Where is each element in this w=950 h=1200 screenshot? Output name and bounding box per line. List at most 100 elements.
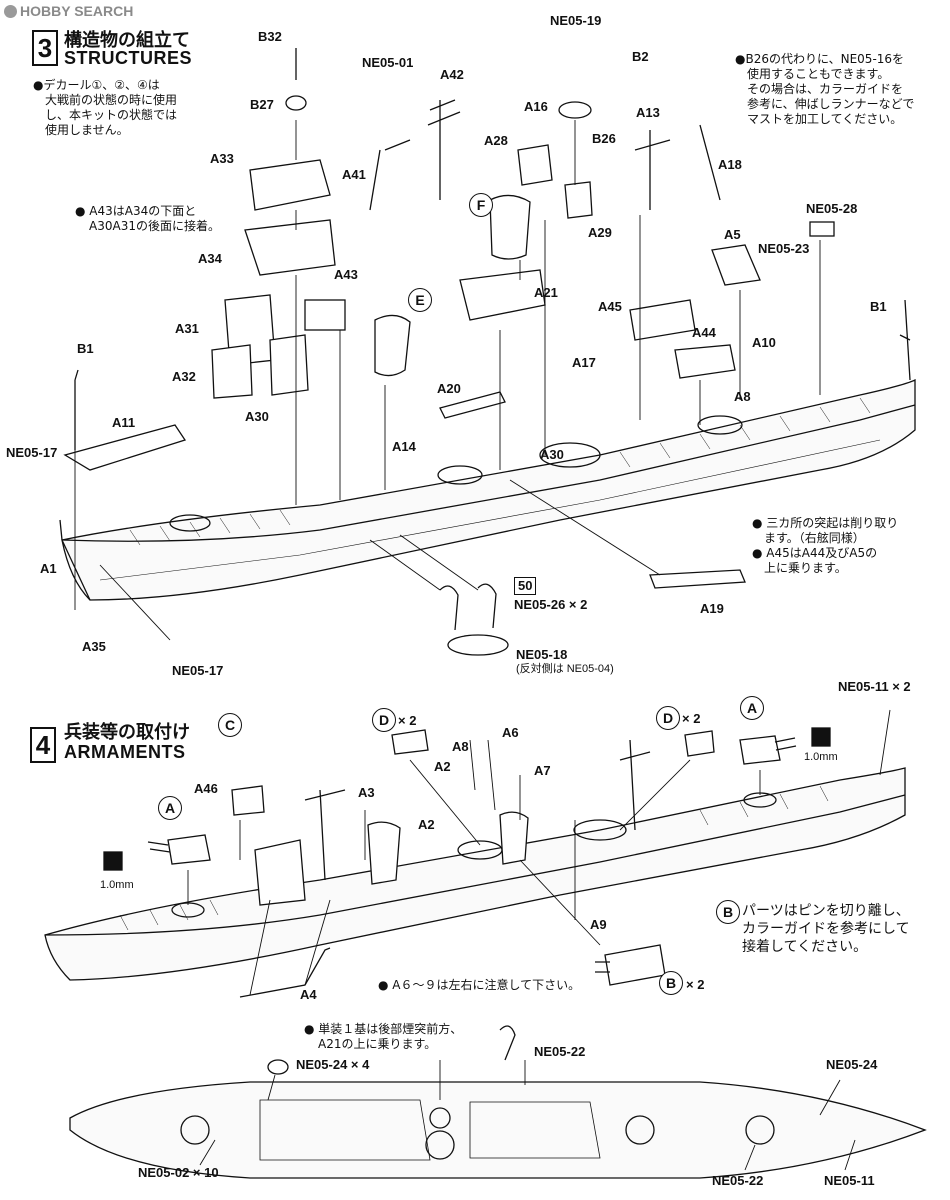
label-a44: A44 <box>692 325 716 340</box>
label-a34: A34 <box>198 251 222 266</box>
label-a10: A10 <box>752 335 776 350</box>
label-a8-step4: A8 <box>452 739 469 754</box>
label-ne05-18: NE05-18 <box>516 647 568 662</box>
label-a21: A21 <box>534 285 558 300</box>
label-ne05-02: NE05-02 × 10 <box>138 1165 219 1180</box>
mount-d-left <box>391 729 429 755</box>
circle-e: E <box>408 288 432 312</box>
label-a30-mid: A30 <box>540 447 564 462</box>
boat-ne05-18 <box>447 634 509 656</box>
circle-d-2: D <box>656 706 680 730</box>
label-mm-left: 1.0mm <box>100 879 134 891</box>
label-a41: A41 <box>342 167 366 182</box>
label-a28: A28 <box>484 133 508 148</box>
label-a18: A18 <box>718 157 742 172</box>
label-d-x2-b: × 2 <box>682 711 701 726</box>
step3-hull-outline <box>61 378 916 601</box>
part-a34 <box>244 219 336 276</box>
step4-title-en: ARMAMENTS <box>64 742 186 762</box>
part-a43 <box>304 299 346 331</box>
label-a31: A31 <box>175 321 199 336</box>
drill-icon-right <box>811 727 831 747</box>
label-ne05-23: NE05-23 <box>758 241 810 256</box>
label-a9: A9 <box>590 917 607 932</box>
step3-deck-planks <box>129 397 871 546</box>
label-b1-left: B1 <box>77 341 94 356</box>
step4-note-b: パーツはピンを切り離し、カラーガイドを参考にして接着してください。 <box>742 903 910 955</box>
label-a35: A35 <box>82 639 106 654</box>
step4-note-a6: ● A６～９は左右に注意して下さい。 <box>378 978 581 992</box>
label-d-x2-a: × 2 <box>398 713 417 728</box>
label-ne05-22-bottom: NE05-22 <box>712 1173 764 1188</box>
circle-b-bottom: B <box>659 971 683 995</box>
hobby-search-watermark: HOBBY SEARCH <box>4 3 133 19</box>
label-a29: A29 <box>588 225 612 240</box>
label-ne05-11-x2: NE05-11 × 2 <box>838 679 911 694</box>
part-a5 <box>711 244 761 286</box>
circle-c: C <box>218 713 242 737</box>
part-a32 <box>211 344 253 399</box>
part-a4 <box>239 947 331 998</box>
label-a6: A6 <box>502 725 519 740</box>
step4-hull-outline <box>44 767 906 981</box>
step4-title-jp: 兵装等の取付け <box>64 722 190 743</box>
part-a19 <box>649 569 746 589</box>
watermark-text: HOBBY SEARCH <box>20 3 134 19</box>
label-b26: B26 <box>592 131 616 146</box>
label-a5: A5 <box>724 227 741 242</box>
label-a30: A30 <box>245 409 269 424</box>
part-a45 <box>629 299 696 341</box>
circle-f: F <box>469 193 493 217</box>
label-a17: A17 <box>572 355 596 370</box>
label-a46: A46 <box>194 781 218 796</box>
label-a43: A43 <box>334 267 358 282</box>
label-a8-step3: A8 <box>734 389 751 404</box>
step3-note-decal: ●デカール①、②、④は大戦前の状態の時に使用 し、本キットの状態では使用しません… <box>33 78 178 137</box>
step3-note-cut: ● 三カ所の突起は削り取ります。（右舷同様） <box>752 516 899 545</box>
label-ne05-28: NE05-28 <box>806 201 858 216</box>
circle-a-left: A <box>158 796 182 820</box>
label-ne05-19: NE05-19 <box>550 13 602 28</box>
label-ne05-17-top: NE05-17 <box>6 445 58 460</box>
label-ne05-22-top: NE05-22 <box>534 1044 586 1059</box>
part-a33 <box>249 159 331 211</box>
part-a44 <box>674 344 736 379</box>
mount-c <box>231 785 265 816</box>
part-a29 <box>564 181 593 219</box>
turret-a-left <box>167 834 211 865</box>
top-view-leader-lines <box>199 1060 856 1171</box>
label-a20: A20 <box>437 381 461 396</box>
label-ne05-11-bottom: NE05-11 <box>824 1173 875 1188</box>
label-a19: A19 <box>700 601 724 616</box>
label-ne05-24-right: NE05-24 <box>826 1057 878 1072</box>
label-a14: A14 <box>392 439 416 454</box>
label-ne05-18-note: (反対側は NE05-04) <box>516 663 614 675</box>
part-a28 <box>517 144 553 186</box>
step3-leader-lines <box>74 120 821 641</box>
label-a13: A13 <box>636 105 660 120</box>
boxed-50: 50 <box>514 577 537 595</box>
label-a2-left: A2 <box>418 817 435 832</box>
label-a42: A42 <box>440 67 464 82</box>
turret-a-right <box>739 735 781 765</box>
part-a11 <box>63 424 187 471</box>
step3-number: 3 <box>32 30 58 66</box>
label-b27: B27 <box>250 97 274 112</box>
step3-note-b26: ●B26の代わりに、NE05-16を使用することもできます。 その場合は、カラー… <box>735 52 915 126</box>
step3-title-en: STRUCTURES <box>64 48 193 68</box>
part-a21 <box>459 269 546 321</box>
step4-deck-planks <box>119 785 829 931</box>
label-a16: A16 <box>524 99 548 114</box>
label-b1-right: B1 <box>870 299 887 314</box>
label-a1: A1 <box>40 561 57 576</box>
mount-d-right <box>684 730 715 757</box>
step4-note-single: ● 単装１基は後部煙突前方、A21の上に乗ります。 <box>304 1022 463 1051</box>
label-a32: A32 <box>172 369 196 384</box>
step4-funnel-front <box>367 821 401 885</box>
label-a45: A45 <box>598 299 622 314</box>
circle-a-right: A <box>740 696 764 720</box>
hobby-search-logo-icon <box>4 5 17 18</box>
part-a20 <box>439 391 506 419</box>
